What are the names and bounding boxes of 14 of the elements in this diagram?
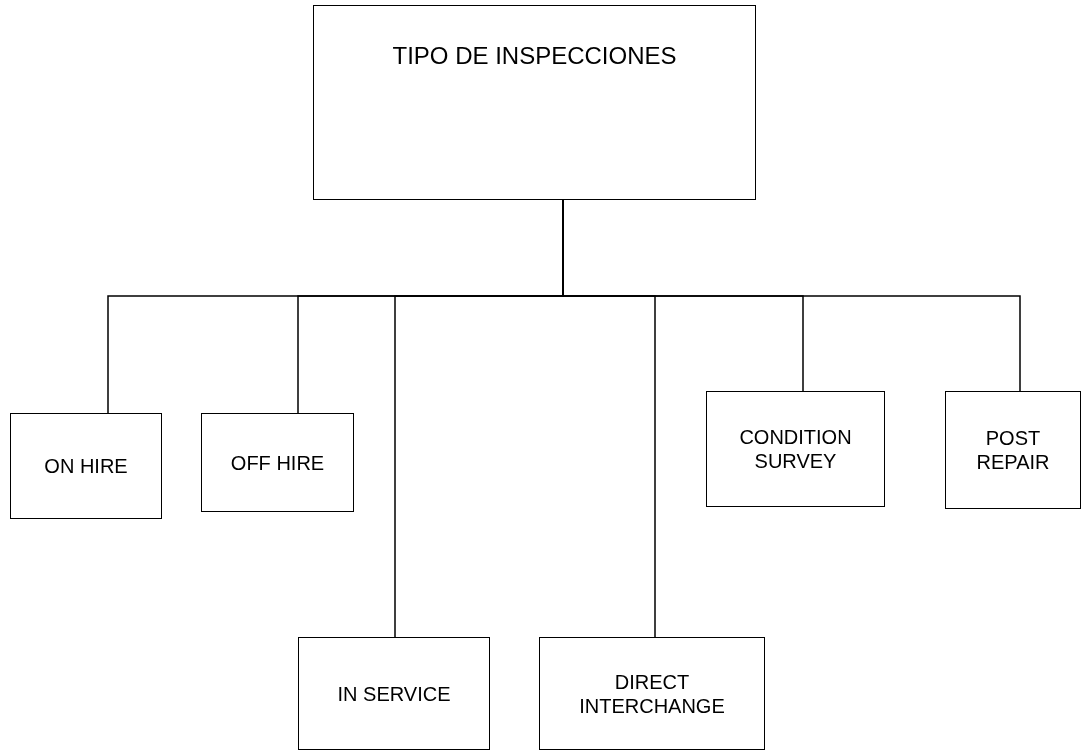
- box-label: DIRECT INTERCHANGE: [578, 669, 726, 718]
- process-box: [706, 391, 885, 507]
- process-box: [945, 391, 1081, 509]
- process-box: [201, 413, 354, 512]
- box-label: IN SERVICE: [336, 681, 452, 706]
- process-box: [313, 5, 756, 200]
- box-label: POST REPAIR: [975, 426, 1051, 474]
- process-box: [539, 637, 765, 750]
- process-box: [298, 637, 490, 750]
- process-box: [10, 413, 162, 519]
- box-label: TIPO DE INSPECCIONES: [391, 42, 678, 71]
- box-label: OFF HIRE: [229, 450, 326, 475]
- box-label: ON HIRE: [43, 454, 129, 478]
- box-label: CONDITION SURVEY: [738, 425, 853, 473]
